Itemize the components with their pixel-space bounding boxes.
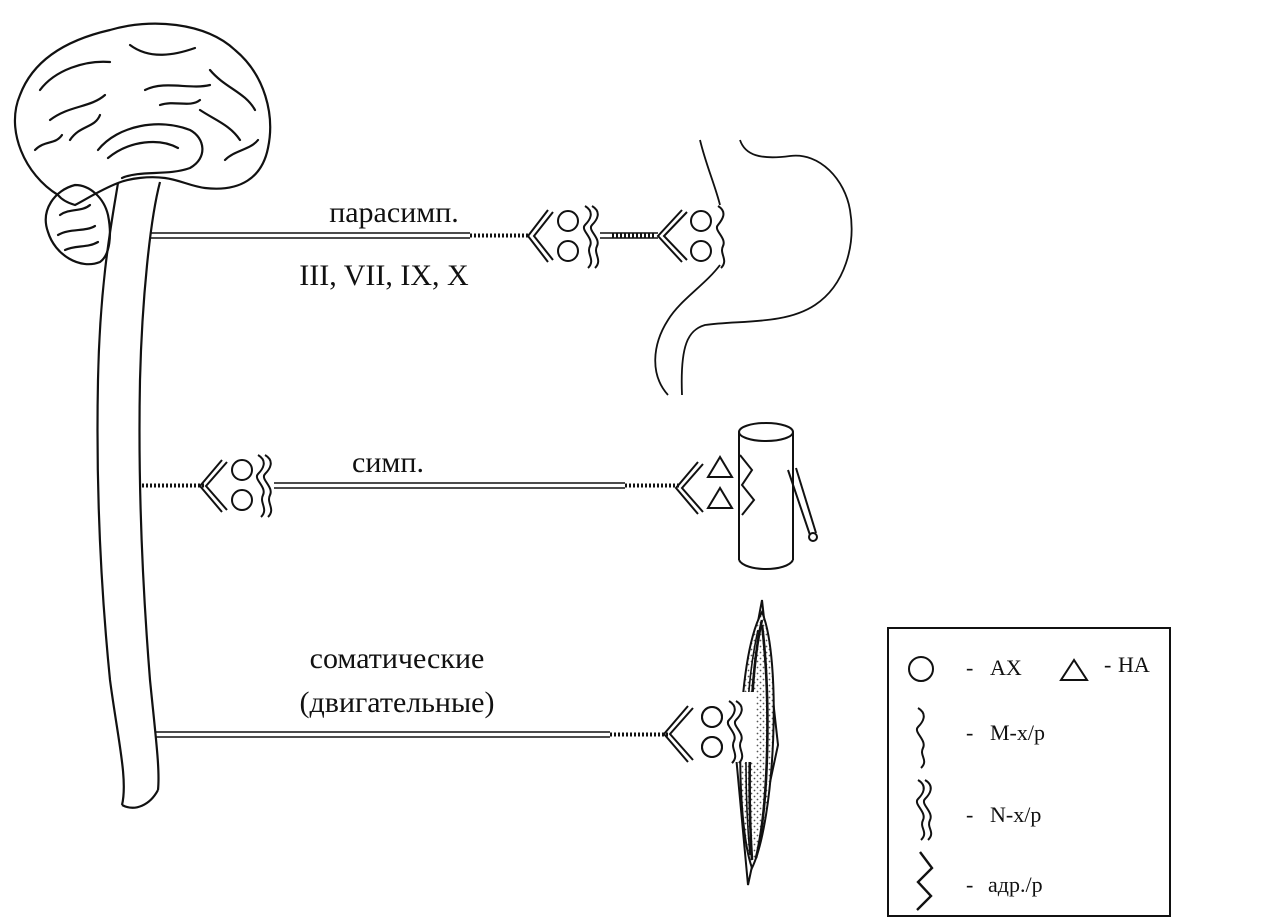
legend-m-dash: - xyxy=(966,720,973,745)
sympathetic-label: симп. xyxy=(352,446,424,479)
somatic-label: соматические xyxy=(310,642,485,675)
n-receptor-legend-icon xyxy=(915,779,926,841)
somatic-motor-fiber xyxy=(155,731,668,738)
legend-ach-dash: - xyxy=(966,655,973,680)
ach-vesicle-icon xyxy=(231,459,253,481)
na-legend-icon xyxy=(1059,658,1089,681)
ach-legend-icon xyxy=(908,656,934,682)
legend-frame xyxy=(887,627,1171,917)
legend-na-label: НА xyxy=(1118,652,1150,677)
sympathetic-postganglionic-fiber xyxy=(274,482,680,489)
skeletal-muscle-organ xyxy=(701,599,780,886)
sympathetic-effector-synapse xyxy=(674,454,756,516)
legend-na-dash: - xyxy=(1104,652,1111,677)
adr-receptor-legend-icon xyxy=(916,851,934,911)
parasympathetic-label: парасимп. xyxy=(329,196,459,229)
spinal-cord xyxy=(96,181,162,809)
parasympathetic-postganglionic-fiber xyxy=(600,232,658,239)
na-vesicle-icon xyxy=(706,486,734,509)
m-receptor-legend-icon xyxy=(915,707,926,769)
parasympathetic-effector-synapse xyxy=(656,205,726,269)
m-receptor-icon xyxy=(715,205,726,269)
n-receptor-icon xyxy=(582,205,593,269)
legend-n-receptor-label: N-х/р xyxy=(990,802,1041,827)
ach-vesicle-icon xyxy=(557,240,579,262)
blood-vessel-organ xyxy=(738,422,818,570)
sympathetic-ganglion-synapse xyxy=(198,454,273,518)
legend: - АХ - НА - М-х/р - N-х/р - адр./р xyxy=(887,627,1171,917)
cranial-nerves-label: III, VII, IX, X xyxy=(299,259,469,292)
ach-vesicle-icon xyxy=(557,210,579,232)
motor-label: (двигательные) xyxy=(300,686,495,719)
ach-vesicle-icon xyxy=(690,210,712,232)
legend-ach-label: АХ xyxy=(990,655,1022,680)
adrenergic-receptor-icon xyxy=(739,454,756,516)
ach-vesicle-icon xyxy=(231,489,253,511)
parasympathetic-ganglion-synapse xyxy=(526,205,600,269)
brain xyxy=(13,22,272,266)
stomach-organ xyxy=(654,139,853,396)
legend-adr-receptor-label: адр./р xyxy=(988,872,1043,897)
legend-adr-dash: - xyxy=(966,872,973,897)
na-vesicle-icon xyxy=(706,455,734,478)
legend-m-receptor-label: М-х/р xyxy=(990,720,1045,745)
ach-vesicle-icon xyxy=(690,240,712,262)
parasympathetic-preganglionic-fiber xyxy=(150,232,530,239)
legend-n-dash: - xyxy=(966,802,973,827)
n-receptor-icon xyxy=(255,454,266,518)
